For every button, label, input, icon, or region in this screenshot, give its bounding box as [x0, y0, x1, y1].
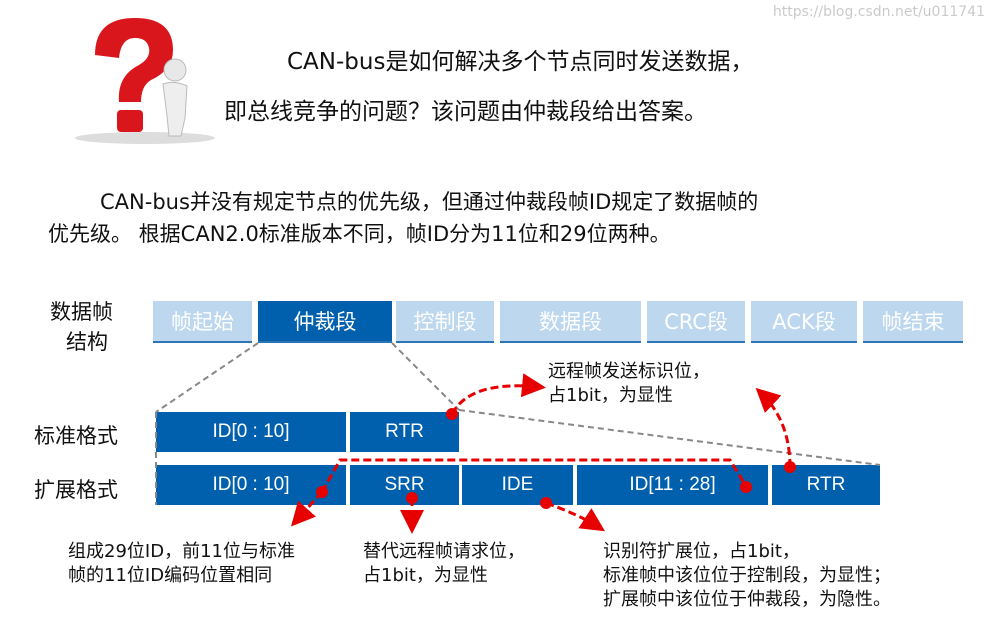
segment-ack: ACK段: [751, 301, 857, 343]
note-ide-line: 扩展帧中该位位于仲裁段，为隐性。: [603, 589, 891, 610]
question-mark-figure-icon: [75, 18, 215, 144]
std-field-rtr: RTR: [350, 412, 459, 452]
segment-eof: 帧结束: [863, 301, 963, 343]
intro-line-1: CAN-bus并没有规定节点的优先级，但通过仲裁段帧ID规定了数据帧的: [100, 190, 759, 214]
ext-field-id: ID[0 : 10]: [156, 465, 346, 505]
note-rtr: 远程帧发送标识位， 占1bit，为显性: [548, 360, 710, 408]
segment-data: 数据段: [500, 301, 641, 343]
ext-field-ide: IDE: [462, 465, 573, 505]
note-id: 组成29位ID，前11位与标准 帧的11位ID编码位置相同: [68, 540, 295, 588]
note-id-line: 帧的11位ID编码位置相同: [68, 565, 273, 586]
note-srr: 替代远程帧请求位， 占1bit，为显性: [363, 540, 525, 588]
std-field-id: ID[0 : 10]: [156, 412, 346, 452]
intro-line-2: 优先级。 根据CAN2.0标准版本不同，帧ID分为11位和29位两种。: [48, 222, 671, 246]
note-ide: 识别符扩展位，占1bit， 标准帧中该位位于控制段，为显性； 扩展帧中该位位于仲…: [603, 540, 891, 612]
segment-sof: 帧起始: [153, 301, 252, 343]
note-srr-line: 替代远程帧请求位，: [363, 541, 525, 562]
extended-label: 扩展格式: [34, 478, 118, 502]
note-rtr-line: 远程帧发送标识位，: [548, 361, 710, 382]
note-ide-line: 识别符扩展位，占1bit，: [603, 541, 800, 562]
note-id-line: 组成29位ID，前11位与标准: [68, 541, 295, 562]
watermark: https://blog.csdn.net/u011741: [772, 4, 985, 20]
segment-crc: CRC段: [647, 301, 745, 343]
standard-label: 标准格式: [34, 424, 118, 448]
segment-control: 控制段: [396, 301, 494, 343]
title-line-2: 即总线竞争的问题？该问题由仲裁段给出答案。: [224, 99, 707, 125]
segment-arbitration: 仲裁段: [258, 301, 392, 343]
ext-field-srr: SRR: [350, 465, 459, 505]
frame-label-1: 数据帧: [50, 300, 113, 324]
frame-label-2: 结构: [66, 330, 108, 354]
note-ide-line: 标准帧中该位位于控制段，为显性；: [603, 565, 891, 586]
title-line-1: CAN-bus是如何解决多个节点同时发送数据，: [287, 49, 754, 75]
note-srr-line: 占1bit，为显性: [363, 565, 488, 586]
note-rtr-line: 占1bit，为显性: [548, 385, 673, 406]
